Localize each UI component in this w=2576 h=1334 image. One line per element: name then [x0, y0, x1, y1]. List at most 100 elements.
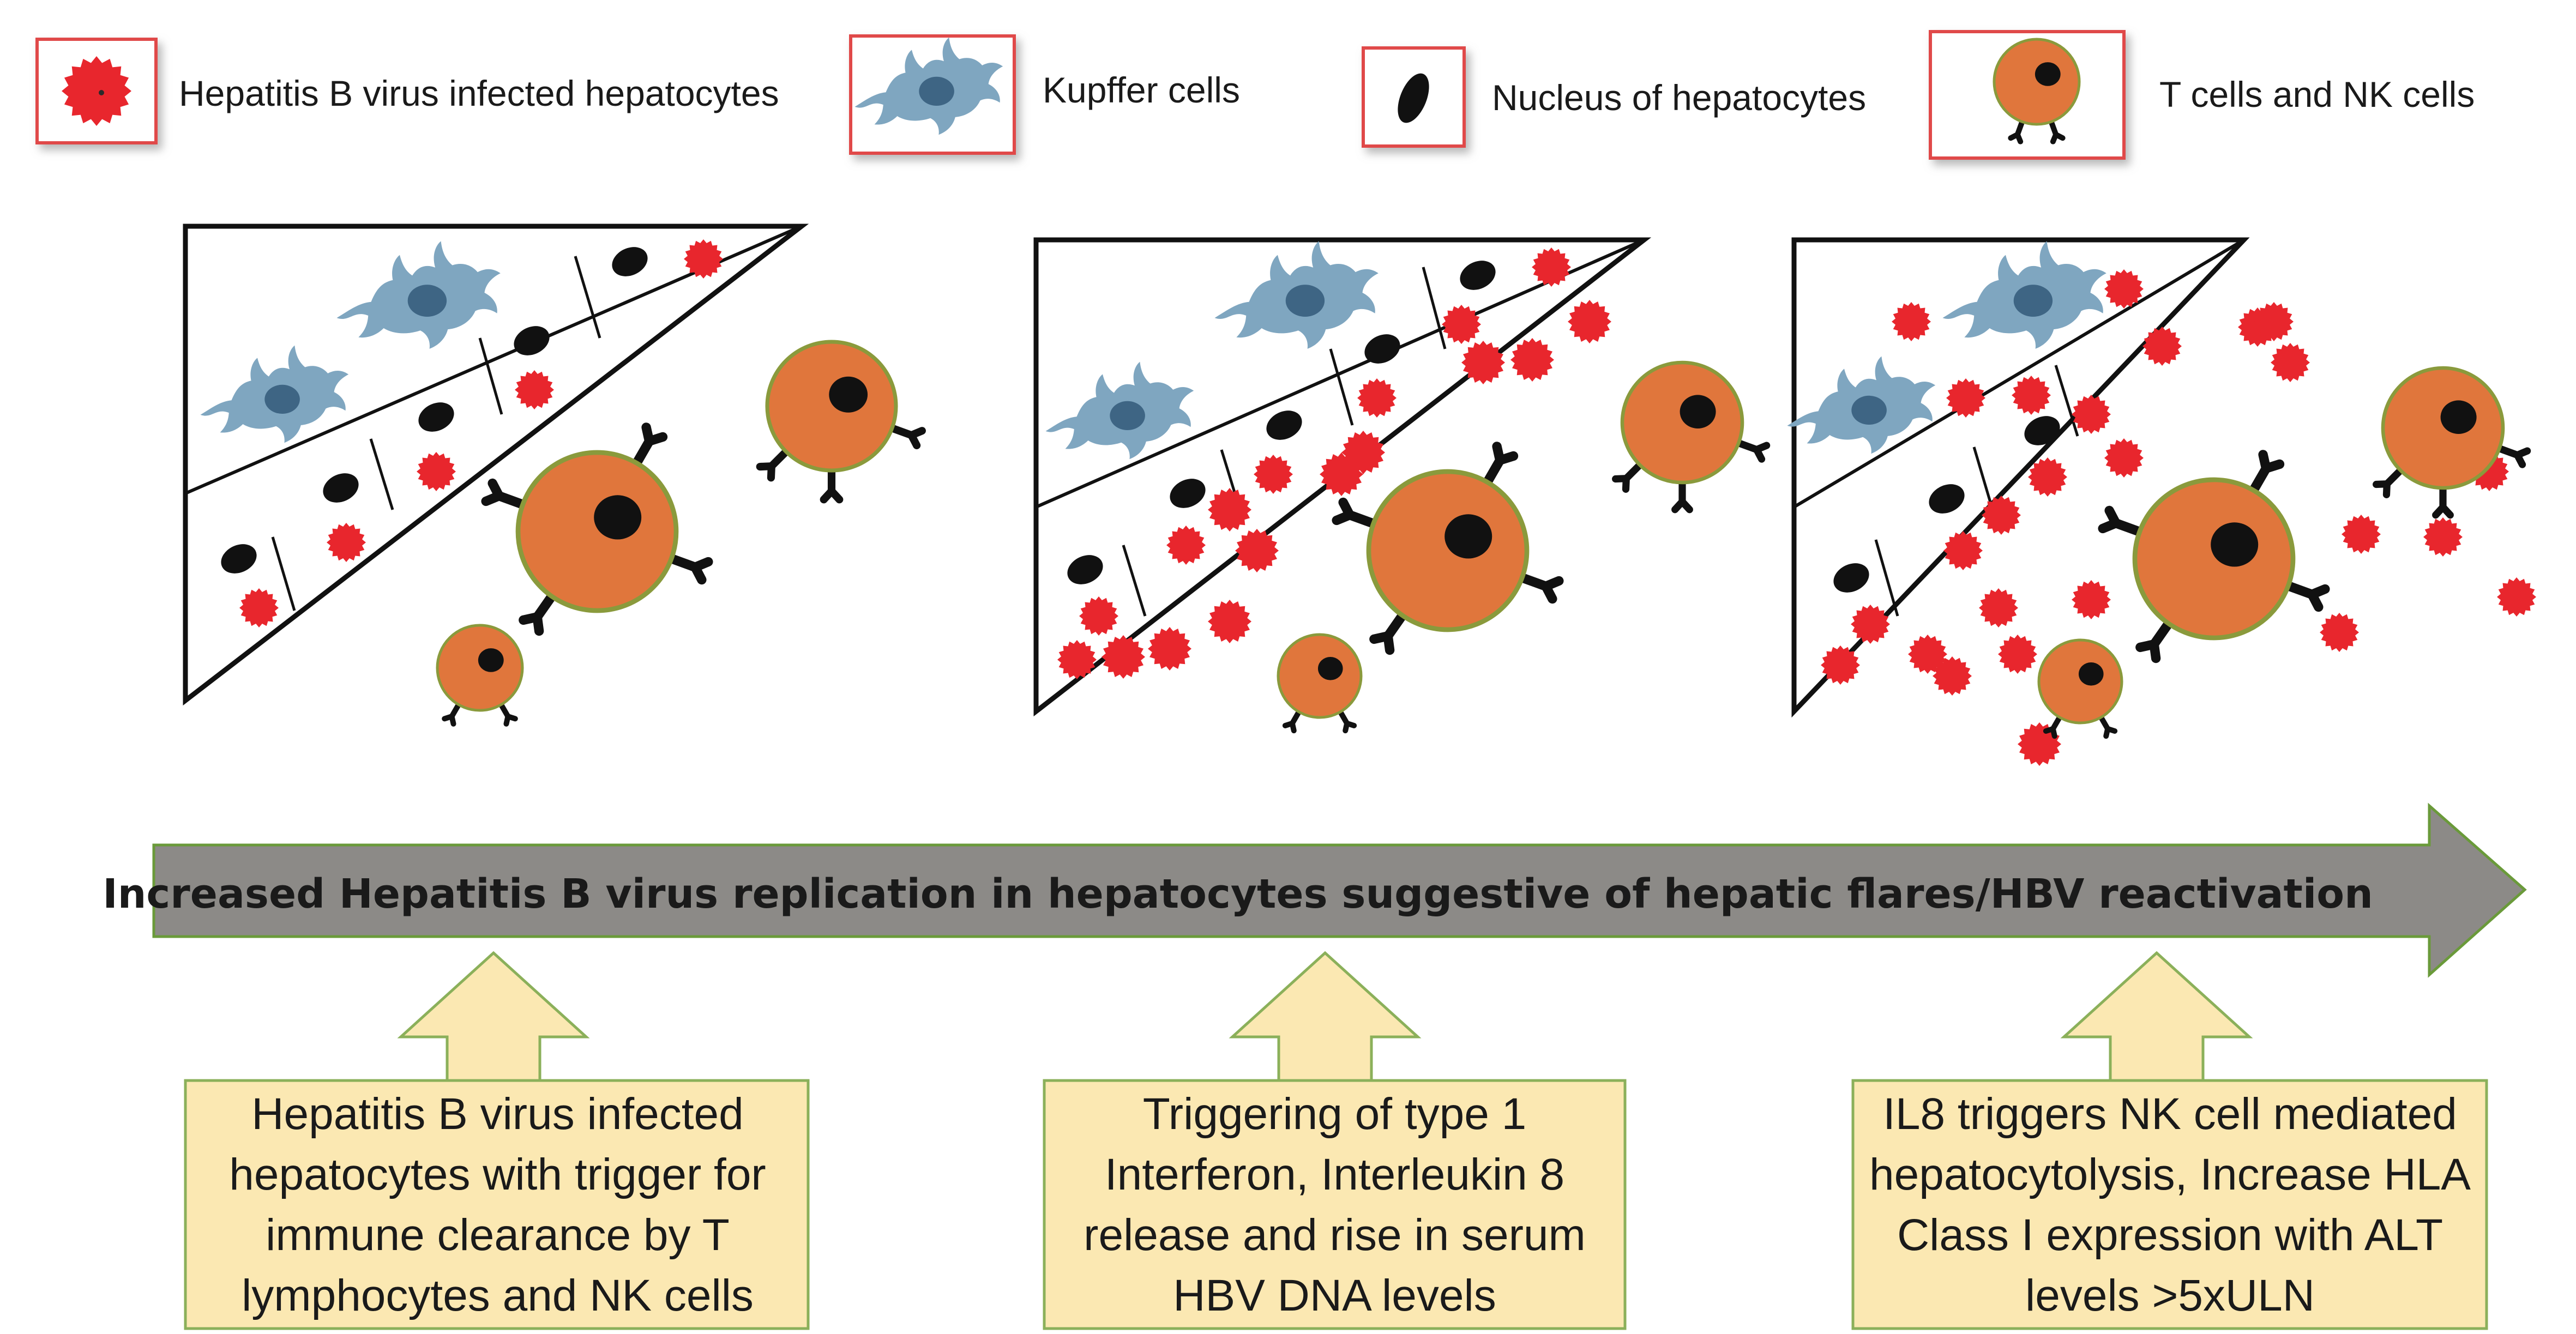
- legend-label-nucleus: Nucleus of hepatocytes: [1492, 77, 1867, 118]
- infected-hepatocyte-icon: [1320, 452, 1363, 496]
- t-nk-cell-icon: [2373, 366, 2531, 519]
- callout-text-hepatocytolysis: IL8 triggers NK cell mediated hepatocyto…: [1869, 1089, 2471, 1320]
- t-cell-nucleus: [1445, 514, 1492, 559]
- panel-early: [183, 224, 926, 727]
- t-nk-cell-icon: [1332, 442, 1564, 655]
- infected-hepatocyte-icon: [2018, 722, 2061, 766]
- replication-banner-text: Increased Hepatitis B virus replication …: [103, 871, 2373, 917]
- callout-text-interferon: Triggering of type 1 Interferon, Interle…: [1084, 1089, 1586, 1320]
- infected-hepatocyte-icon: [2320, 613, 2359, 652]
- kupffer-cell-nucleus: [407, 285, 447, 317]
- infected-hepatocyte-icon: [2142, 327, 2182, 366]
- t-nk-cell-icon: [2098, 450, 2330, 663]
- infected-hepatocyte-icon: [2072, 395, 2111, 434]
- callout-up-arrow: [397, 951, 590, 1082]
- hepatocyte-nucleus-icon: [612, 247, 648, 276]
- infected-hepatocyte-icon: [1532, 248, 1571, 287]
- panel-middle: [1033, 237, 1771, 734]
- legend-label-kupffer: Kupffer cells: [1043, 70, 1240, 110]
- infected-hepatocyte-icon: [1821, 645, 1860, 685]
- infected-hepatocyte-icon: [515, 370, 554, 409]
- kupffer-cell-icon: [1045, 361, 1194, 460]
- callout-box: [1043, 1079, 1627, 1330]
- infected-hepatocyte-icon: [1235, 529, 1279, 572]
- kupffer-cell-icon: [200, 345, 349, 443]
- hepatocyte-nucleus-icon: [1929, 484, 1965, 514]
- infected-hepatocyte-icon: [1102, 635, 1145, 679]
- t-cell-body: [1277, 633, 1363, 719]
- infected-hepatocyte-icon: [2012, 376, 2051, 415]
- replication-banner-arrow: [152, 802, 2527, 978]
- infected-hepatocyte-icon: [1982, 496, 2021, 535]
- t-cell-nucleus: [478, 648, 504, 672]
- infected-hepatocyte-icon: [1079, 596, 1118, 636]
- hepatocyte-nucleus-icon: [1067, 555, 1103, 584]
- t-cell-body: [2132, 477, 2296, 641]
- infected-hepatocyte-icon: [2104, 269, 2144, 309]
- callout-up-arrow: [2060, 951, 2253, 1082]
- infected-hepatocyte-icon: [2271, 343, 2310, 382]
- kupffer-cell-icon: [336, 241, 501, 349]
- hepatocyte-divider: [369, 438, 394, 510]
- hepatocyte-nucleus-icon: [1170, 479, 1206, 508]
- hepatocyte-row-line: [1793, 238, 2245, 509]
- panel-late: [1787, 237, 2536, 766]
- t-cell-body: [1620, 360, 1744, 485]
- t-nk-cell-icon: [756, 340, 926, 504]
- t-nk-cell-icon: [2037, 638, 2123, 739]
- callout-text-immune-clearance: Hepatitis B virus infected hepatocytes w…: [229, 1089, 766, 1320]
- infected-dot: [99, 90, 104, 95]
- t-nk-cell-icon: [1993, 38, 2081, 144]
- infected-hepatocyte-icon: [1254, 455, 1293, 494]
- kupffer-cell-nucleus: [1110, 401, 1145, 430]
- t-nk-cell-icon: [1277, 633, 1363, 734]
- hepatocyte-divider: [1874, 539, 1899, 617]
- t-cell-body: [1993, 38, 2081, 126]
- hepatocyte-nucleus-icon: [418, 402, 454, 432]
- t-cell-body: [1366, 469, 1530, 632]
- infected-hepatocyte-icon: [1461, 341, 1505, 384]
- infected-hepatocyte-icon: [1568, 300, 1611, 343]
- callout-interferon: [1043, 951, 1627, 1330]
- kupffer-cell-icon: [1787, 356, 1936, 454]
- sinusoid-triangle: [183, 224, 809, 706]
- infected-hepatocyte-icon: [1442, 305, 1481, 344]
- kupffer-cell-nucleus: [1851, 395, 1887, 425]
- infected-hepatocyte-icon: [1943, 531, 1983, 570]
- t-nk-cell-icon: [1612, 360, 1771, 514]
- kupffer-cell-nucleus: [264, 384, 300, 414]
- t-cell-body: [765, 340, 898, 473]
- kupffer-cell-nucleus: [2013, 285, 2053, 317]
- kupffer-cell-icon: [1942, 241, 2106, 349]
- hepatocyte-divider: [1122, 545, 1147, 617]
- infected-hepatocyte-icon: [1208, 600, 1251, 643]
- infected-hepatocyte-icon: [1510, 338, 1554, 382]
- infected-hepatocyte-icon: [2497, 577, 2536, 617]
- hepatocyte-nucleus-icon: [1833, 563, 1869, 593]
- t-cell-nucleus: [1317, 657, 1343, 680]
- hepatocyte-divider: [2054, 365, 2079, 437]
- t-cell-nucleus: [2211, 522, 2259, 567]
- infected-hepatocyte-icon: [684, 239, 723, 279]
- hepatocyte-divider: [271, 536, 296, 611]
- infected-hepatocyte-icon: [1946, 378, 1985, 418]
- t-cell-nucleus: [2035, 62, 2061, 86]
- infected-hepatocyte-icon: [417, 452, 456, 491]
- kupffer-cell-icon: [854, 37, 1003, 135]
- callout-immune-clearance: [184, 951, 810, 1330]
- t-cell-nucleus: [829, 376, 868, 413]
- hepatocyte-divider: [574, 256, 601, 339]
- hepatocyte-nucleus-icon: [514, 326, 550, 355]
- callout-box: [1851, 1079, 2488, 1330]
- infected-hepatocyte-icon: [2072, 580, 2111, 619]
- kupffer-cell-nucleus: [1285, 285, 1325, 317]
- hepatocyte-divider: [1329, 348, 1354, 426]
- infected-hepatocyte-icon: [1851, 605, 1890, 644]
- infected-hepatocyte-icon: [2104, 438, 2144, 478]
- hepatocyte-nucleus-icon: [1398, 73, 1429, 123]
- hepatocyte-nucleus-icon: [1266, 411, 1302, 440]
- callout-hepatocytolysis: [1851, 951, 2488, 1330]
- kupffer-cell-icon: [1214, 241, 1379, 349]
- kupffer-cell-nucleus: [919, 76, 954, 106]
